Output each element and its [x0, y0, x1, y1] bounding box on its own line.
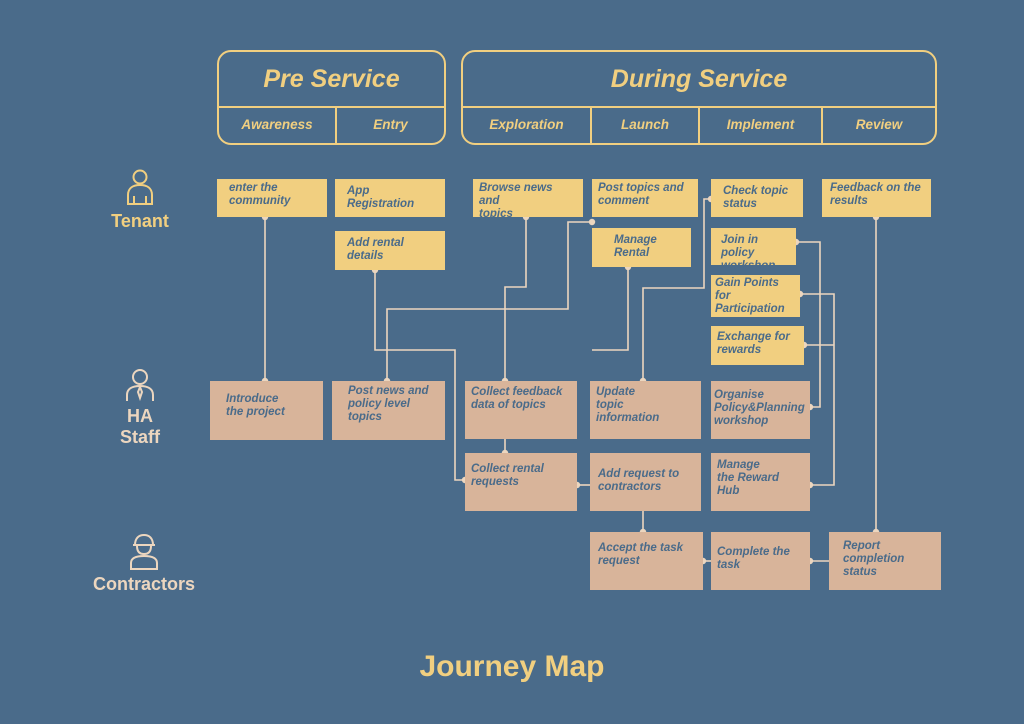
actor-tenant: Tenant — [80, 167, 200, 232]
page-title: Journey Map — [419, 650, 605, 683]
card-exchange-rewards: Exchange for rewards — [711, 326, 804, 365]
connector-line — [592, 267, 629, 351]
connector-line — [374, 270, 465, 481]
card-report-completion: Report completion status — [829, 532, 941, 590]
stage-launch: Launch — [590, 106, 698, 143]
worker-icon — [130, 533, 158, 570]
stage-implement: Implement — [698, 106, 821, 143]
card-add-request-contractors: Add request to contractors — [590, 453, 701, 511]
stage-review: Review — [821, 106, 935, 143]
stage-exploration: Exploration — [489, 117, 564, 132]
card-feedback-results: Feedback on the results — [822, 179, 931, 217]
actor-staff-label: HA Staff — [120, 406, 160, 447]
stage-awareness: Awareness — [241, 117, 313, 132]
card-manage-rental: Manage Rental — [592, 228, 691, 267]
person-icon — [127, 169, 153, 205]
card-accept-task: Accept the task request — [590, 532, 703, 590]
card-check-topic-status: Check topic status — [711, 179, 803, 217]
card-gain-points: Gain Points for Participation — [711, 275, 800, 317]
pre-service-title: Pre Service — [219, 52, 444, 108]
actor-contractors: Contractors — [84, 532, 204, 595]
actor-staff: HA Staff — [80, 368, 200, 448]
connector-line — [386, 221, 592, 381]
card-post-news-policy: Post news and policy level topics — [332, 381, 445, 440]
during-service-title: During Service — [463, 52, 935, 108]
connector-line — [796, 241, 821, 408]
card-join-workshop: Join in policy workshop — [711, 228, 796, 272]
connector-line — [800, 293, 835, 486]
card-complete-task: Complete the task — [711, 532, 810, 590]
card-manage-reward-hub: Manage the Reward Hub — [711, 453, 810, 511]
card-collect-feedback: Collect feedback data of topics — [465, 381, 577, 439]
connector-line — [642, 198, 711, 381]
staff-person-icon — [126, 369, 154, 402]
connector-line — [504, 217, 527, 381]
card-collect-rental: Collect rental requests — [465, 453, 577, 511]
card-organise-workshop: Organise Policy&Planning workshop — [711, 381, 810, 439]
card-post-topics: Post topics and comment — [592, 179, 698, 217]
card-enter-community: enter the community — [217, 179, 327, 217]
pre-service-phase: Pre Service Awareness Entry — [217, 50, 446, 145]
card-browse-news: Browse news and topics — [473, 179, 583, 220]
actor-contractors-label: Contractors — [92, 574, 195, 594]
card-add-rental-details: Add rental details — [335, 231, 445, 270]
card-introduce-project: Introduce the project — [210, 381, 323, 440]
stage-entry: Entry — [335, 106, 444, 143]
during-service-phase: During Service Exploration Launch Implem… — [461, 50, 937, 145]
card-update-topic: Update topic information — [590, 381, 701, 439]
actor-tenant-label: Tenant — [111, 211, 169, 231]
card-app-registration: App Registration — [335, 179, 445, 217]
